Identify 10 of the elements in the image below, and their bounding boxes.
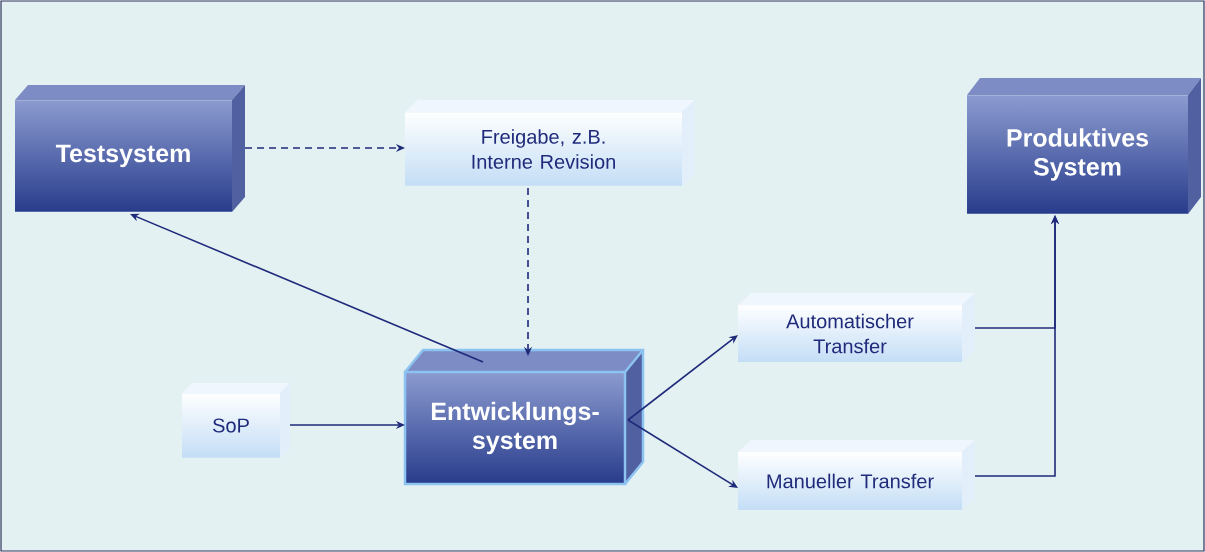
arrow [627, 335, 738, 421]
system-box: Entwicklungs- system [403, 348, 645, 486]
process-box: SoP [182, 383, 290, 458]
arrow [627, 419, 738, 488]
system-box: Produktives System [967, 78, 1201, 214]
process-box: Automatischer Transfer [738, 293, 975, 362]
system-box: Testsystem [15, 85, 245, 212]
process-box: Freigabe, z.B. Interne Revision [405, 100, 695, 186]
process-box: Manueller Transfer [738, 440, 975, 510]
arrow [130, 213, 484, 363]
